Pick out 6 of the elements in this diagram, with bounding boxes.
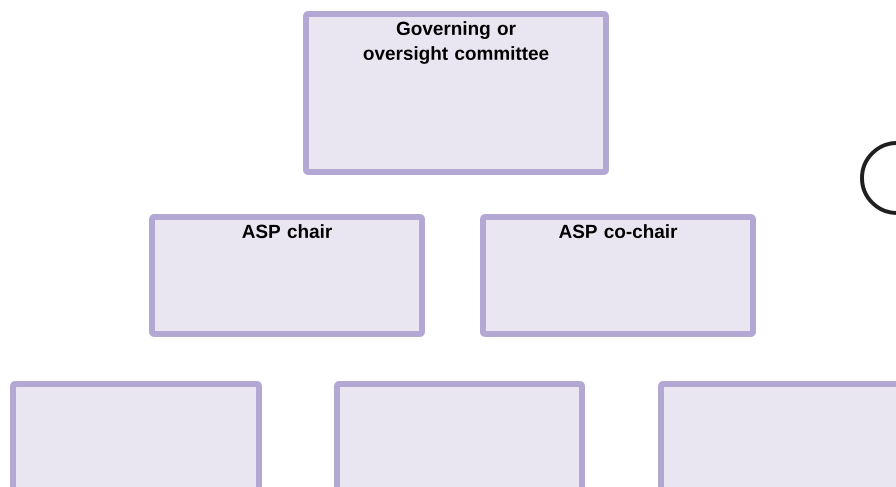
empty-box <box>10 380 262 487</box>
org-box: Governing or oversight committee <box>303 11 609 175</box>
empty-box <box>658 380 896 487</box>
org-box: ASP co-chair <box>480 214 756 337</box>
empty-box <box>334 380 585 487</box>
org-box: ASP chair <box>149 214 425 337</box>
